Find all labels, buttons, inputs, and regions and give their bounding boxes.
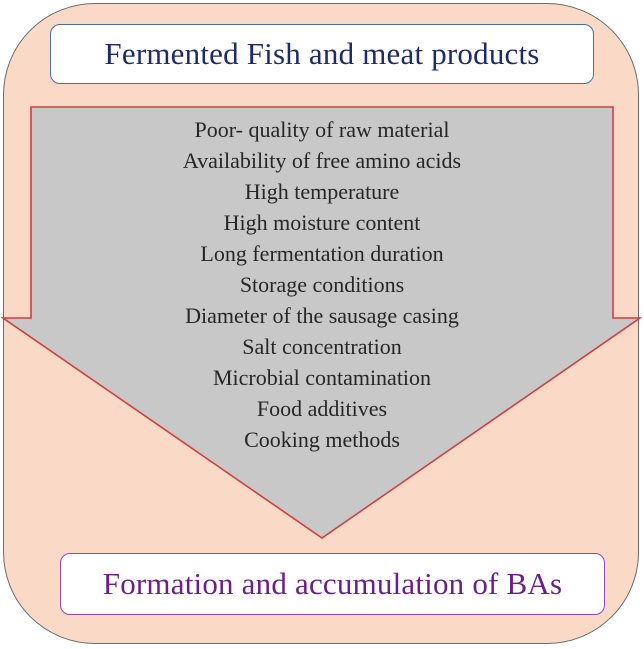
factor-item: Poor- quality of raw material [194, 117, 450, 142]
product-title: Fermented Fish and meat products [104, 36, 540, 71]
factor-item: Availability of free amino acids [182, 148, 462, 173]
factor-item: High moisture content [223, 210, 421, 235]
factor-item: Long fermentation duration [200, 241, 444, 266]
factor-item: Diameter of the sausage casing [185, 303, 459, 328]
factor-item: Microbial contamination [212, 365, 432, 390]
result-box: Formation and accumulation of BAs [60, 553, 605, 615]
product-title-box: Fermented Fish and meat products [50, 24, 594, 84]
factor-item: Food additives [256, 396, 388, 421]
result-title: Formation and accumulation of BAs [102, 566, 563, 601]
factor-list: Poor- quality of raw material Availabili… [100, 114, 544, 455]
factor-item: Cooking methods [244, 427, 400, 452]
factor-item: Storage conditions [239, 272, 405, 297]
factor-item: Salt concentration [242, 334, 402, 359]
factor-item: High temperature [244, 179, 400, 204]
down-arrow-shape [0, 106, 643, 539]
